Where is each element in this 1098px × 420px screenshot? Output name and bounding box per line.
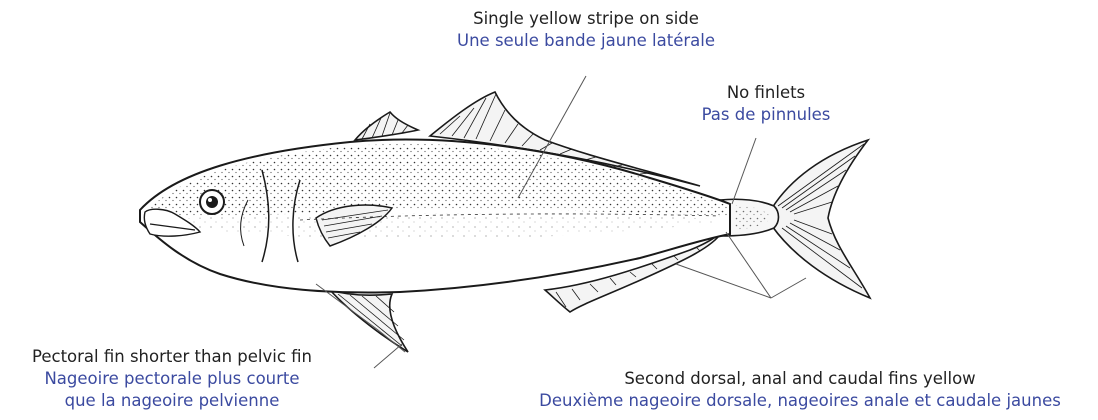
fins-label-fr: Deuxième nageoire dorsale, nageoires ana… xyxy=(539,390,1061,412)
finlets-label-fr: Pas de pinnules xyxy=(702,104,831,126)
stripe-label-en: Single yellow stripe on side xyxy=(457,8,715,30)
caudal-fin xyxy=(772,140,870,298)
pectoral-annotation: Pectoral fin shorter than pelvic fin Nag… xyxy=(32,346,312,412)
pelvic-fin xyxy=(330,290,408,352)
pectoral-label-fr-1: Nageoire pectorale plus courte xyxy=(32,368,312,390)
first-dorsal-fin xyxy=(355,112,418,140)
finlets-label-en: No finlets xyxy=(702,82,831,104)
fins-label-en: Second dorsal, anal and caudal fins yell… xyxy=(539,368,1061,390)
stripe-annotation: Single yellow stripe on side Une seule b… xyxy=(457,8,715,52)
fins-annotation: Second dorsal, anal and caudal fins yell… xyxy=(539,368,1061,412)
pectoral-label-fr-2: que la nageoire pelvienne xyxy=(32,390,312,412)
stripe-label-fr: Une seule bande jaune latérale xyxy=(457,30,715,52)
pectoral-label-en: Pectoral fin shorter than pelvic fin xyxy=(32,346,312,368)
finlets-annotation: No finlets Pas de pinnules xyxy=(702,82,831,126)
